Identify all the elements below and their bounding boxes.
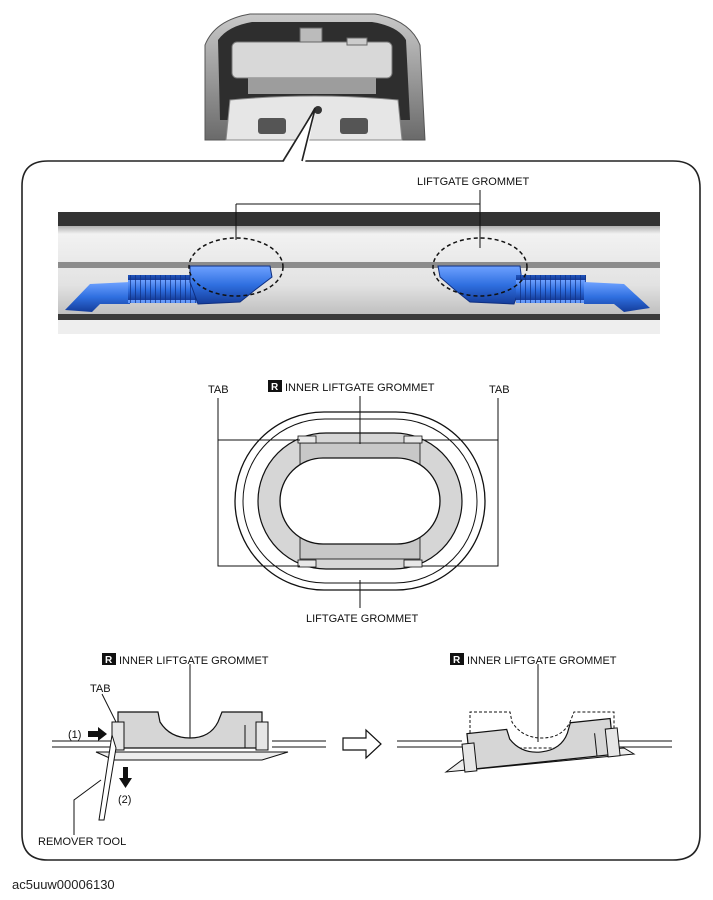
pull-arrow-2 [119, 767, 132, 788]
inner-grommet-label-bl: INNER LIFTGATE GROMMET [119, 655, 269, 667]
right-grommet [437, 265, 523, 305]
replace-badge-br-text: R [453, 655, 461, 666]
inner-grommet-label-mid: INNER LIFTGATE GROMMET [285, 382, 435, 394]
replace-badge-bl-text: R [105, 655, 113, 666]
replace-badge-mid [268, 380, 282, 392]
transition-arrow [342, 728, 382, 760]
right-highlight-ellipse [432, 237, 528, 297]
left-grommet [189, 265, 273, 305]
tab-label-right: TAB [489, 384, 510, 396]
replace-badge-bl [102, 653, 116, 665]
liftgate-grommet-label-mid: LIFTGATE GROMMET [306, 613, 419, 625]
remover-tool [98, 734, 117, 821]
inner-grommet-section-tilted [466, 717, 615, 771]
step-label-1: (1) [68, 729, 81, 741]
remover-tool-label: REMOVER TOOL [38, 836, 126, 848]
replace-badge-br [450, 653, 464, 665]
section-before-leaders [73, 664, 191, 835]
replace-badge-mid-text: R [271, 382, 279, 393]
detail-frame [21, 107, 701, 861]
liftgate-photo [58, 212, 660, 334]
tab-label-bl: TAB [90, 683, 111, 695]
tab-bottom-left [297, 559, 317, 568]
left-highlight-ellipse [188, 237, 284, 297]
liftgate-grommet-label-top: LIFTGATE GROMMET [417, 176, 530, 188]
grommet-plan-view [234, 411, 486, 591]
right-grommet-hose [584, 282, 650, 312]
step-label-2: (2) [118, 794, 131, 806]
left-grommet-hose [65, 282, 130, 312]
tab-top-right [403, 435, 423, 444]
tab-top-left [297, 435, 317, 444]
grommet-opening [279, 457, 441, 545]
car-rear-illustration [204, 13, 426, 141]
tab-label-left: TAB [208, 384, 229, 396]
inner-grommet-label-br: INNER LIFTGATE GROMMET [467, 655, 617, 667]
plan-view-leaders [217, 396, 499, 608]
figure-id-caption: ac5uuw00006130 [12, 877, 115, 892]
liftgate-grommet-leader [235, 190, 481, 248]
section-after-removal [397, 711, 672, 773]
section-before-removal [52, 711, 326, 821]
push-arrow-1 [88, 727, 107, 741]
tab-bottom-right [403, 559, 423, 568]
